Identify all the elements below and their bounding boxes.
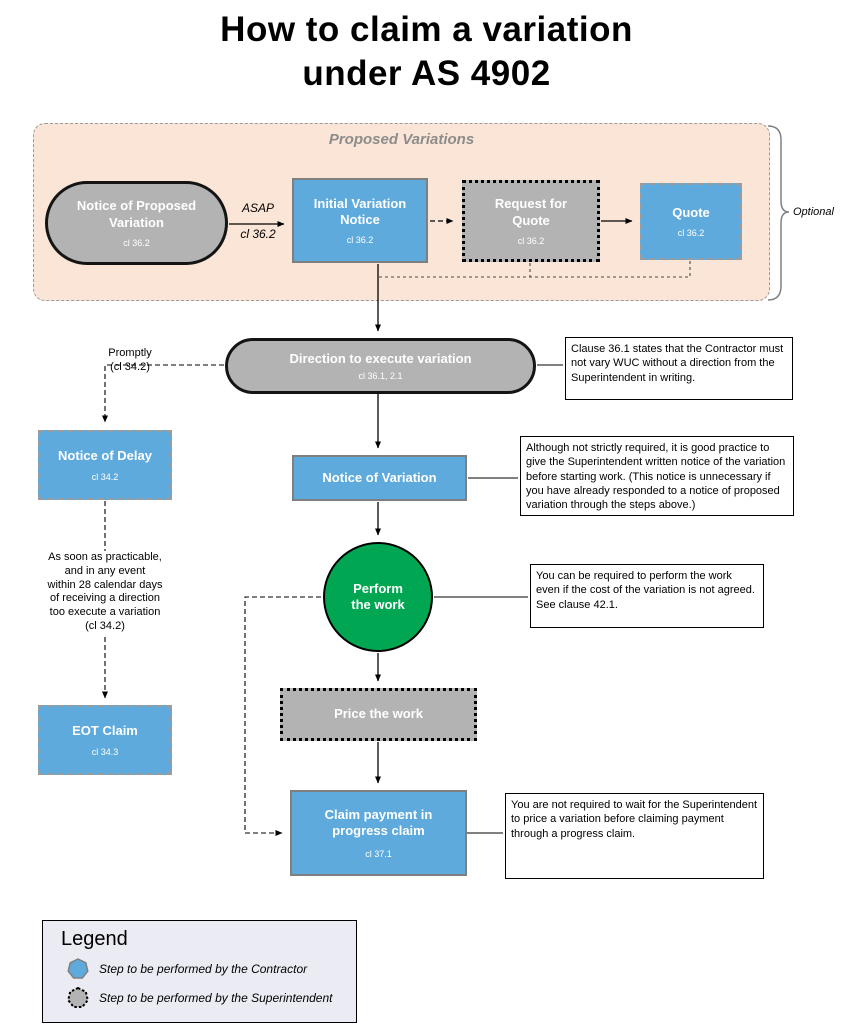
node-notice-of-delay: Notice of Delay cl 34.2 [38,430,172,500]
page-title: How to claim a variation under AS 4902 [220,10,633,93]
node-title: Quote [672,204,710,220]
asap-clause-label: cl 36.2 [240,227,276,241]
node-clause: cl 34.3 [91,746,119,757]
node-title: Initial Variation Notice [313,195,407,227]
node-initial-variation-notice: Initial Variation Notice cl 36.2 [292,178,428,263]
note-notice-variation: Although not strictly required, it is go… [520,436,794,516]
node-clause: cl 34.2 [91,471,119,482]
node-title: EOT Claim [72,723,138,739]
superintendent-step-icon [67,987,89,1008]
node-title: Direction to execute variation [289,351,472,367]
note-claim: You are not required to wait for the Sup… [505,793,764,879]
node-price-the-work: Price the work [280,688,477,741]
proposed-variations-label: Proposed Variations [328,131,475,148]
legend-title: Legend [61,928,128,950]
node-title: Claim payment in progress claim [324,806,433,838]
optional-label: Optional [793,206,834,218]
optional-brace [767,125,790,301]
promptly-label: Promptly (cl 34.2) [108,347,152,373]
node-perform-the-work: Perform the work [323,542,433,652]
node-clause: cl 37.1 [365,849,392,860]
node-request-for-quote: Request for Quote cl 36.2 [462,180,600,262]
contractor-step-icon [67,958,89,979]
asap-label: ASAP [241,201,274,215]
node-clause: cl 36.2 [123,237,150,248]
node-title: Request for Quote [494,196,568,228]
node-title: Notice of Variation [322,469,437,485]
node-notice-of-proposed-variation: Notice of Proposed Variation cl 36.2 [45,181,228,265]
node-title: Notice of Delay [58,448,152,464]
node-clause: cl 36.2 [677,228,705,239]
legend-box: Legend Step to be performed by the Contr… [42,920,357,1023]
node-clause: cl 36.2 [517,235,545,246]
node-claim-payment: Claim payment in progress claim cl 37.1 [290,790,467,876]
legend-item-contractor: Step to be performed by the Contractor [67,958,356,980]
node-direction-to-execute-variation: Direction to execute variation cl 36.1, … [225,338,536,394]
node-quote: Quote cl 36.2 [640,183,742,260]
node-notice-of-variation: Notice of Variation [292,455,467,501]
note-perform: You can be required to perform the work … [530,564,764,628]
node-clause: cl 36.2 [346,235,374,246]
note-direction: Clause 36.1 states that the Contractor m… [565,337,793,400]
node-eot-claim: EOT Claim cl 34.3 [38,705,172,775]
eot-timing-text: As soon as practicable, and in any event… [30,551,180,634]
node-title: Notice of Proposed Variation [76,198,197,230]
node-title: Price the work [334,706,423,722]
legend-item-label: Step to be performed by the Contractor [99,962,308,976]
node-clause: cl 36.1, 2.1 [358,370,403,381]
node-title: Perform the work [351,580,405,612]
legend-item-superintendent: Step to be performed by the Superintende… [67,987,356,1009]
legend-item-label: Step to be performed by the Superintende… [99,991,333,1005]
